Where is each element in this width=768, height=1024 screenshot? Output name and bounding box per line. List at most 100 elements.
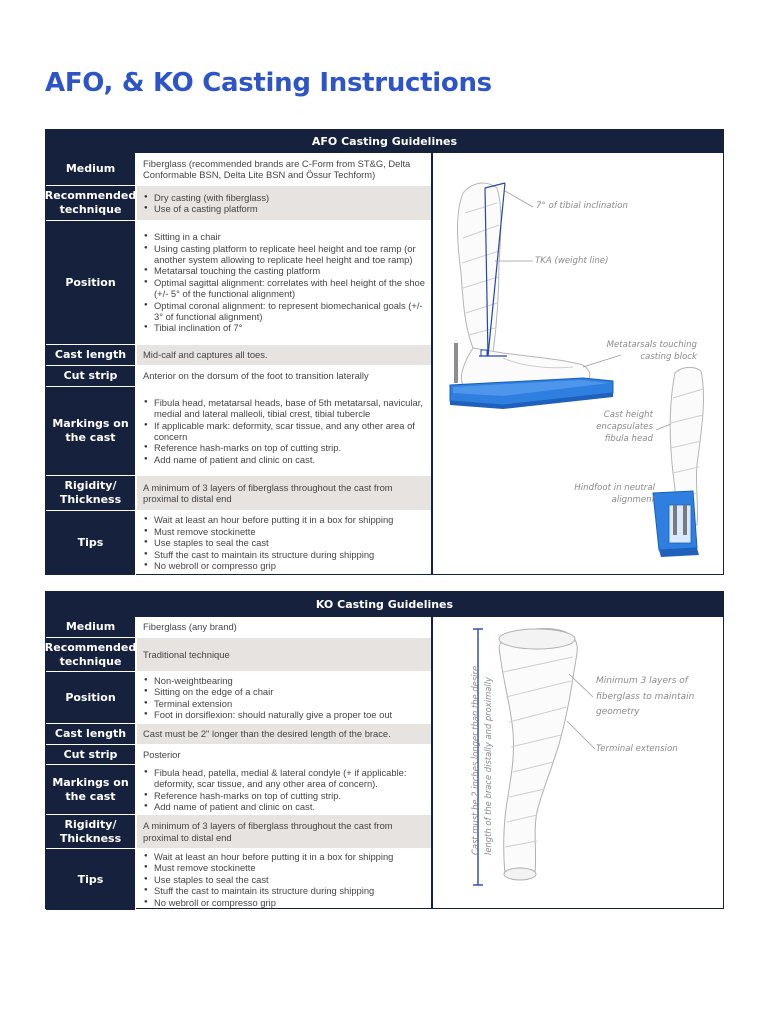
hindfoot-callout-line: Hindfoot in neutral (574, 483, 655, 493)
afo-technique-label: Recommended technique (45, 186, 136, 220)
list-item: Using casting platform to replicate heel… (143, 243, 425, 266)
afo-row-markings: Markings on the cast Fibula head, metata… (46, 386, 431, 475)
afo-position-value: Sitting in a chair Using casting platfor… (137, 221, 431, 344)
ko-position-label: Position (46, 672, 136, 723)
cast-length-callout-line: length of the brace distally and proxima… (483, 677, 493, 855)
cast-length-callout-line: Cast must be 2 inches longer than the de… (470, 665, 480, 855)
afo-cast-length-value: Mid-calf and captures all toes. (137, 345, 431, 365)
afo-cast-illustration (449, 182, 705, 557)
list-item: Use staples to seal the cast (143, 537, 393, 549)
afo-guidelines-section: AFO Casting Guidelines Medium Fiberglass… (45, 129, 724, 575)
ko-tips-value: Wait at least an hour before putting it … (137, 849, 431, 910)
afo-markings-label: Markings on the cast (46, 387, 136, 475)
list-item: Fibula head, patella, medial & lateral c… (143, 767, 425, 790)
ko-technique-value: Traditional technique (137, 638, 431, 671)
list-item: Add name of patient and clinic on cast. (143, 454, 425, 466)
ko-technique-label: Recommended technique (45, 638, 136, 671)
list-item: Reference hash-marks on top of cutting s… (143, 790, 425, 802)
list-item: Terminal extension (143, 698, 392, 710)
ko-cast-illustration (473, 628, 596, 886)
afo-guidelines-table: Medium Fiberglass (recommended brands ar… (45, 153, 433, 575)
list-item: Must remove stockinette (143, 862, 393, 874)
minimum-layers-callout: Minimum 3 layers of fiberglass to mainta… (596, 674, 694, 721)
ko-row-markings: Markings on the cast Fibula head, patell… (46, 764, 431, 814)
list-item: Dry casting (with fiberglass) (143, 192, 269, 204)
cast-length-callout: Cast must be 2 inches longer than the de… (469, 666, 495, 855)
afo-technique-value: Dry casting (with fiberglass) Use of a c… (137, 186, 431, 220)
list-item: Use staples to seal the cast (143, 874, 393, 886)
ko-cast-length-label: Cast length (46, 724, 136, 744)
minimum-layers-callout-line: fiberglass to maintain (596, 691, 695, 702)
afo-position-label: Position (46, 221, 136, 344)
metatarsals-callout: Metatarsals touching casting block (581, 339, 697, 363)
list-item: Non-weightbearing (143, 675, 392, 687)
page-title: AFO, & KO Casting Instructions (45, 68, 492, 98)
ko-section-header: KO Casting Guidelines (46, 592, 723, 617)
cast-height-callout-line: Cast height (603, 410, 653, 420)
ko-row-technique: Recommended technique Traditional techni… (45, 637, 431, 671)
afo-row-tips: Tips Wait at least an hour before puttin… (46, 510, 431, 575)
cast-height-callout-line: encapsulates (596, 422, 653, 432)
afo-cast-length-label: Cast length (46, 345, 136, 365)
ko-row-cut-strip: Cut strip Posterior (46, 744, 431, 764)
afo-row-position: Position Sitting in a chair Using castin… (46, 220, 431, 344)
afo-medium-label: Medium (46, 153, 136, 185)
ko-markings-label: Markings on the cast (46, 765, 136, 814)
list-item: No webroll or compresso grip (143, 560, 393, 572)
list-item: Metatarsal touching the casting platform (143, 265, 425, 277)
list-item: Stuff the cast to maintain its structure… (143, 885, 393, 897)
list-item: Wait at least an hour before putting it … (143, 851, 393, 863)
ko-medium-label: Medium (46, 617, 136, 637)
ko-guidelines-table: Medium Fiberglass (any brand) Recommende… (45, 617, 433, 910)
list-item: Wait at least an hour before putting it … (143, 514, 393, 526)
list-item: Sitting on the edge of a chair (143, 686, 392, 698)
afo-cut-strip-value: Anterior on the dorsum of the foot to tr… (143, 370, 369, 382)
minimum-layers-callout-line: Minimum 3 layers of (596, 676, 688, 686)
afo-markings-value: Fibula head, metatarsal heads, base of 5… (137, 387, 431, 475)
afo-rigidity-label: Rigidity/ Thickness (46, 476, 136, 510)
afo-rigidity-value: A minimum of 3 layers of fiberglass thro… (137, 476, 431, 510)
ko-markings-value: Fibula head, patella, medial & lateral c… (137, 765, 431, 814)
ko-rigidity-label: Rigidity/ Thickness (46, 815, 136, 848)
afo-row-cast-length: Cast length Mid-calf and captures all to… (46, 344, 431, 365)
ko-guidelines-section: KO Casting Guidelines Medium Fiberglass … (45, 591, 724, 910)
list-item: Reference hash-marks on top of cutting s… (143, 442, 425, 454)
ko-row-tips: Tips Wait at least an hour before puttin… (46, 848, 431, 910)
ko-row-medium: Medium Fiberglass (any brand) (46, 617, 431, 637)
list-item: Foot in dorsiflexion: should naturally g… (143, 709, 392, 721)
list-item: Must remove stockinette (143, 526, 393, 538)
afo-medium-value: Fiberglass (recommended brands are C-For… (143, 157, 411, 180)
hindfoot-callout-line: alignment (611, 495, 655, 505)
list-item: No webroll or compresso grip (143, 897, 393, 909)
ko-tips-label: Tips (46, 849, 136, 910)
list-item: If applicable mark: deformity, scar tiss… (143, 420, 425, 443)
ko-illustration-panel: Minimum 3 layers of fiberglass to mainta… (433, 617, 723, 908)
list-item: Tibial inclination of 7° (143, 322, 425, 334)
tka-callout: TKA (weight line) (535, 256, 609, 266)
list-item: Optimal sagittal alignment: correlates w… (143, 277, 425, 300)
hindfoot-callout: Hindfoot in neutral alignment (533, 482, 655, 506)
list-item: Use of a casting platform (143, 203, 269, 215)
afo-row-cut-strip: Cut strip Anterior on the dorsum of the … (46, 365, 431, 386)
ko-cut-strip-label: Cut strip (46, 745, 136, 764)
afo-row-rigidity: Rigidity/ Thickness A minimum of 3 layer… (46, 475, 431, 510)
list-item: Add name of patient and clinic on cast. (143, 801, 425, 813)
ko-rigidity-value: A minimum of 3 layers of fiberglass thro… (137, 815, 431, 848)
afo-illustration-panel: 7° of tibial inclination TKA (weight lin… (433, 153, 723, 574)
ko-row-cast-length: Cast length Cast must be 2" longer than … (46, 723, 431, 744)
ko-row-position: Position Non-weightbearing Sitting on th… (46, 671, 431, 723)
list-item: Stuff the cast to maintain its structure… (143, 549, 393, 561)
afo-cut-strip-label: Cut strip (46, 366, 136, 386)
ko-cast-length-value: Cast must be 2" longer than the desired … (137, 724, 431, 744)
cast-height-callout-line: fibula head (604, 434, 653, 444)
list-item: Fibula head, metatarsal heads, base of 5… (143, 397, 425, 420)
afo-row-technique: Recommended technique Dry casting (with … (45, 185, 431, 220)
afo-row-medium: Medium Fiberglass (recommended brands ar… (46, 153, 431, 185)
metatarsals-callout-line: Metatarsals touching (606, 340, 697, 350)
metatarsals-callout-line: casting block (640, 352, 697, 362)
tibial-inclination-callout: 7° of tibial inclination (536, 201, 629, 211)
ko-row-rigidity: Rigidity/ Thickness A minimum of 3 layer… (46, 814, 431, 848)
ko-cut-strip-value: Posterior (143, 748, 181, 760)
list-item: Sitting in a chair (143, 231, 425, 243)
list-item: Optimal coronal alignment: to represent … (143, 300, 425, 323)
